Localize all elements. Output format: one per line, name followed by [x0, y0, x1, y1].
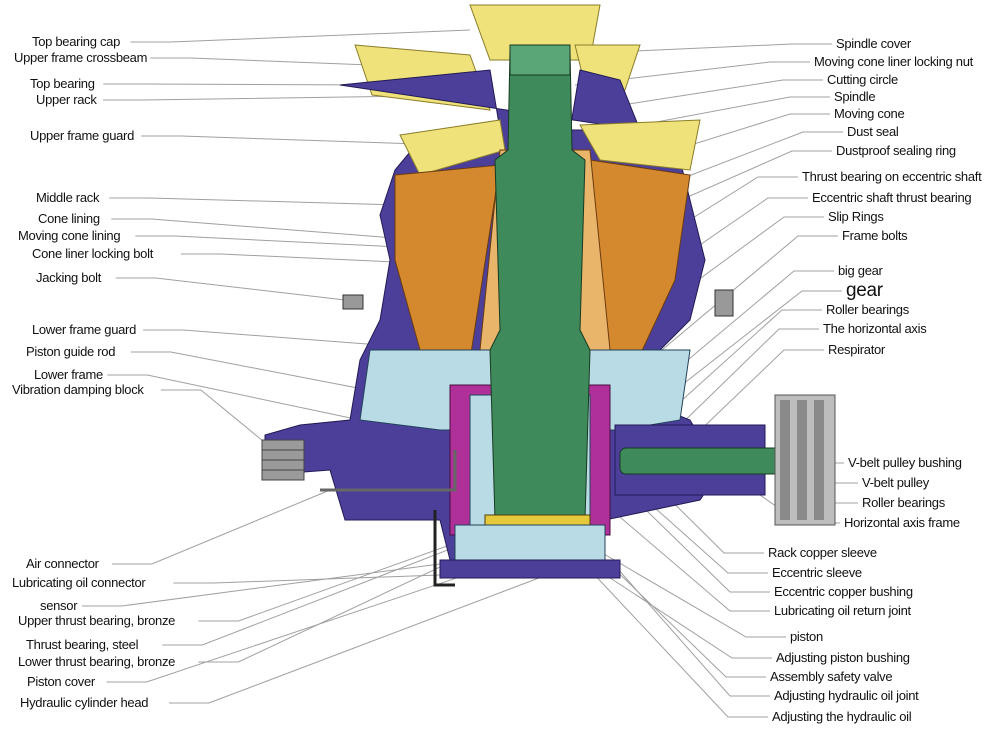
vibration-damping-block	[261, 439, 305, 481]
label-thrust-bearing-steel: Thrust bearing, steel	[26, 637, 139, 652]
label-adjusting-the-hydraulic-oil: Adjusting the hydraulic oil	[772, 709, 912, 724]
label-slip-rings: Slip Rings	[828, 209, 884, 224]
leader-line	[143, 329, 381, 346]
label-v-belt-pulley: V-belt pulley	[862, 475, 929, 490]
label-upper-frame-crossbeam: Upper frame crossbeam	[14, 50, 148, 65]
leader-line	[111, 218, 421, 241]
leader-line	[180, 253, 461, 266]
label-piston-guide-rod: Piston guide rod	[26, 344, 116, 359]
label-assembly-safety-valve: Assembly safety valve	[770, 669, 893, 684]
label-upper-thrust-bearing-bronze: Upper thrust bearing, bronze	[18, 613, 176, 628]
label-upper-rack: Upper rack	[36, 92, 97, 107]
label-dustproof-sealing-ring: Dustproof sealing ring	[836, 143, 956, 158]
label-v-belt-pulley-bushing: V-belt pulley bushing	[848, 455, 962, 470]
label-cone-lining: Cone lining	[38, 211, 100, 226]
spindle-cover	[509, 44, 571, 76]
leader-line	[198, 526, 501, 622]
label-moving-cone-liner-locking-nut: Moving cone liner locking nut	[814, 54, 973, 69]
label-respirator: Respirator	[828, 342, 885, 357]
upper-frame-guard-right	[579, 119, 701, 171]
label-the-horizontal-axis: The horizontal axis	[823, 321, 927, 336]
label-air-connector: Air connector	[26, 556, 99, 571]
label-moving-cone-lining: Moving cone lining	[18, 228, 121, 243]
label-top-bearing: Top bearing	[30, 76, 95, 91]
label-lubricating-oil-return-joint: Lubricating oil return joint	[774, 603, 911, 618]
leader-line	[103, 94, 491, 101]
leader-line	[135, 235, 461, 251]
hydraulic-cylinder	[454, 524, 606, 566]
leader-line	[609, 559, 770, 697]
leader-line	[109, 197, 401, 206]
label-middle-rack: Middle rack	[36, 190, 100, 205]
label-lower-thrust-bearing-bronze: Lower thrust bearing, bronze	[18, 654, 176, 669]
label-jacking-bolt: Jacking bolt	[36, 270, 102, 285]
label-moving-cone: Moving cone	[834, 106, 905, 121]
leader-line	[589, 569, 768, 718]
label-hydraulic-cylinder-head: Hydraulic cylinder head	[20, 695, 149, 710]
leader-line	[103, 83, 396, 86]
oil-pipe	[433, 510, 455, 587]
label-piston-cover: Piston cover	[27, 674, 95, 689]
leader-line	[198, 519, 541, 663]
label-cutting-circle: Cutting circle	[827, 72, 898, 87]
v-belt-pulley	[774, 394, 836, 526]
label-dust-seal: Dust seal	[847, 124, 899, 139]
leader-line	[574, 61, 810, 86]
leader-line	[649, 235, 838, 361]
leader-line	[130, 351, 421, 401]
label-lower-frame-guard: Lower frame guard	[32, 322, 137, 337]
jacking-bolt	[342, 294, 364, 310]
label-lubricating-oil-connector: Lubricating oil connector	[12, 575, 146, 590]
leader-line	[111, 489, 331, 565]
label-frame-bolts: Frame bolts	[842, 228, 908, 243]
leader-line	[106, 549, 541, 683]
label-eccentric-sleeve: Eccentric sleeve	[772, 565, 862, 580]
label-spindle: Spindle	[834, 89, 876, 104]
label-upper-frame-guard: Upper frame guard	[30, 128, 135, 143]
leader-line	[160, 389, 281, 456]
label-piston: piston	[790, 629, 823, 644]
cylinder-head	[439, 559, 621, 579]
leader-line	[649, 290, 842, 411]
leader-line	[579, 539, 786, 638]
leader-line	[150, 57, 371, 66]
label-big-gear: big gear	[838, 263, 883, 278]
label-sensor: sensor	[40, 598, 78, 613]
label-adjusting-hydraulic-oil-joint: Adjusting hydraulic oil joint	[774, 688, 919, 703]
leader-line	[659, 309, 822, 421]
leader-line	[589, 79, 823, 111]
leader-line	[141, 135, 451, 146]
leader-line	[559, 544, 772, 659]
label-rack-copper-sleeve: Rack copper sleeve	[768, 545, 877, 560]
leader-line	[81, 559, 471, 607]
label-gear: gear	[846, 280, 883, 301]
label-horizontal-axis-frame: Horizontal axis frame	[844, 515, 960, 530]
leader-line	[168, 569, 561, 704]
leader-line	[689, 349, 824, 441]
label-vibration-damping-block: Vibration damping block	[12, 382, 144, 397]
leader-line	[115, 277, 346, 301]
label-adjusting-piston-bushing: Adjusting piston bushing	[776, 650, 910, 665]
frame-bolt	[714, 289, 734, 317]
label-roller-bearings: Roller bearings	[826, 302, 909, 317]
label-thrust-bearing-on-eccentric-shaft: Thrust bearing on eccentric shaft	[802, 169, 982, 184]
label-spindle-cover: Spindle cover	[836, 36, 911, 51]
leader-line	[173, 574, 441, 584]
label-lower-frame: Lower frame	[34, 367, 103, 382]
leader-line	[669, 328, 819, 436]
leader-line	[162, 521, 521, 646]
leader-line	[599, 499, 770, 612]
leader-line	[107, 374, 361, 421]
air-pipe	[320, 450, 457, 492]
label-eccentric-shaft-thrust-bearing: Eccentric shaft thrust bearing	[812, 190, 972, 205]
leader-line	[130, 29, 471, 43]
label-eccentric-copper-bushing: Eccentric copper bushing	[774, 584, 913, 599]
label-top-bearing-cap: Top bearing cap	[32, 34, 121, 49]
label-cone-liner-locking-bolt: Cone liner locking bolt	[32, 246, 154, 261]
leader-line	[639, 270, 834, 401]
label-roller-bearings: Roller bearings	[862, 495, 945, 510]
